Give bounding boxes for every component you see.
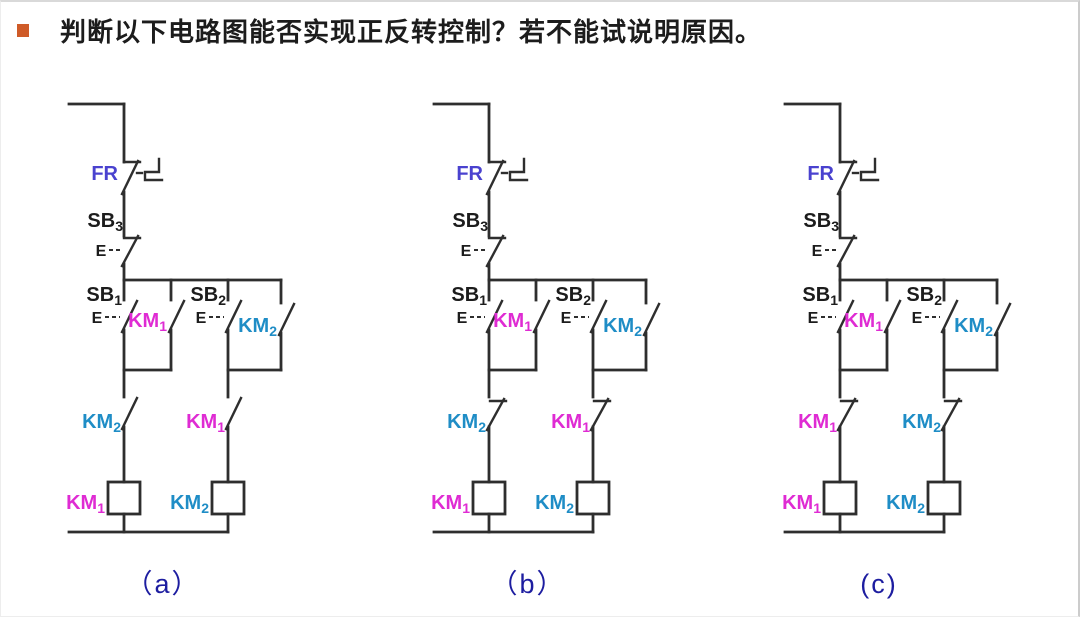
interlock-right-no-contact: [224, 396, 243, 431]
sb3-actuator: E: [96, 243, 107, 260]
coil-km2-box: [210, 480, 246, 516]
sb2-label: SB2: [190, 284, 226, 308]
hold-right-label: KM2: [603, 315, 642, 339]
interlock-left-label: KM2: [447, 411, 486, 435]
coil-km1-box: [822, 480, 858, 516]
coil-right-label: KM2: [170, 492, 209, 516]
interlock-left-no-contact: [120, 396, 139, 431]
circuit-c-wires: [783, 102, 1012, 534]
sb1-label: SB1: [86, 284, 122, 308]
sb2-actuator: E: [196, 310, 207, 327]
sb3-actuator: E: [461, 243, 472, 260]
interlock-right-label: KM1: [551, 411, 590, 435]
thermal-relay-icon: [508, 157, 529, 182]
circuit-a: FR SB3 E SB1 E KM1 SB2 E KM2 KM2 KM1 KM1…: [41, 90, 303, 610]
coil-right-label: KM2: [535, 492, 574, 516]
page-title: 判断以下电路图能否实现正反转控制？若不能试说明原因。: [60, 17, 763, 47]
hold-left-label: KM1: [844, 310, 883, 334]
interlock-left-nc-contact: [485, 397, 506, 432]
sb2-label: SB2: [555, 284, 591, 308]
interlock-right-label: KM1: [186, 411, 225, 435]
circuit-b-caption: （b）: [490, 569, 565, 599]
sb2-label: SB2: [906, 284, 942, 308]
fr-label: FR: [807, 163, 834, 185]
circuit-b-wires: [432, 102, 661, 534]
interlock-left-nc-contact: [836, 397, 857, 432]
thermal-relay-icon: [859, 157, 880, 182]
fr-label: FR: [91, 163, 118, 185]
hold-left-label: KM1: [493, 310, 532, 334]
sb1-actuator: E: [92, 310, 103, 327]
sb1-label: SB1: [451, 284, 487, 308]
coil-km1-box: [471, 480, 507, 516]
circuit-c: FR SB3 E SB1 E KM1 SB2 E KM2 KM1 KM2 KM1…: [757, 90, 1019, 610]
hold-right-label: KM2: [954, 315, 993, 339]
title-row: 判断以下电路图能否实现正反转控制？若不能试说明原因。: [17, 16, 762, 49]
sb1-label: SB1: [802, 284, 838, 308]
interlock-right-label: KM2: [902, 411, 941, 435]
circuit-c-caption: (c): [860, 569, 897, 599]
sb2-actuator: E: [912, 310, 923, 327]
hold-right-label: KM2: [238, 315, 277, 339]
bullet-icon: [17, 24, 29, 37]
fr-label: FR: [456, 163, 483, 185]
interlock-left-label: KM2: [82, 411, 121, 435]
thermal-relay-icon: [143, 157, 164, 182]
coil-km2-box: [575, 480, 611, 516]
sb2-actuator: E: [561, 310, 572, 327]
interlock-right-nc-contact: [589, 397, 610, 432]
coil-left-label: KM1: [66, 492, 105, 516]
interlock-right-nc-contact: [940, 397, 961, 432]
coil-left-label: KM1: [431, 492, 470, 516]
sb3-label: SB3: [803, 210, 839, 234]
circuit-a-wires: [67, 102, 296, 534]
interlock-left-label: KM1: [798, 411, 837, 435]
circuit-b: FR SB3 E SB1 E KM1 SB2 E KM2 KM2 KM1 KM1…: [406, 90, 668, 610]
sb1-actuator: E: [808, 310, 819, 327]
circuit-a-caption: （a）: [125, 569, 200, 599]
sb3-label: SB3: [452, 210, 488, 234]
coil-right-label: KM2: [886, 492, 925, 516]
sb1-actuator: E: [457, 310, 468, 327]
coil-km1-box: [106, 480, 142, 516]
hold-left-label: KM1: [128, 310, 167, 334]
sb3-label: SB3: [87, 210, 123, 234]
coil-km2-box: [926, 480, 962, 516]
sb3-actuator: E: [812, 243, 823, 260]
coil-left-label: KM1: [782, 492, 821, 516]
